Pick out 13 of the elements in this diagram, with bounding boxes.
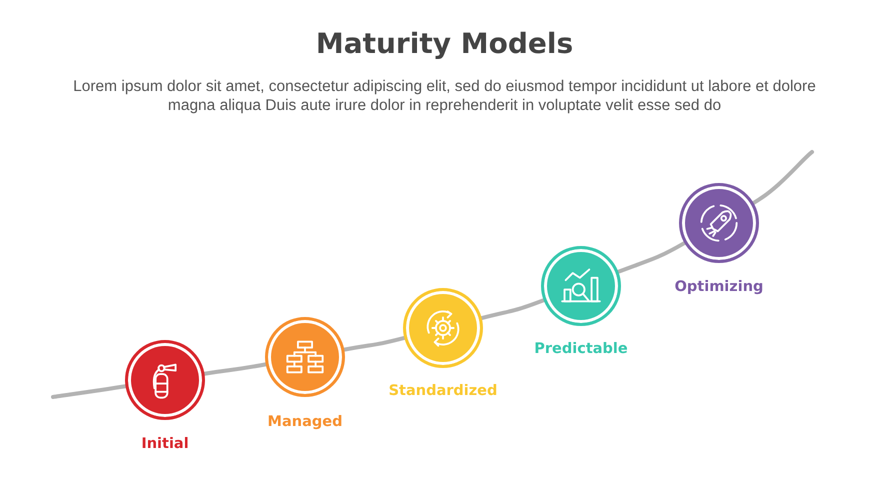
stage-label: Optimizing xyxy=(674,278,764,296)
stage-label: Standardized xyxy=(388,382,498,400)
curve-line xyxy=(342,336,406,352)
curve-line xyxy=(616,241,686,274)
title: Maturity Models xyxy=(316,26,574,62)
stage-label: Managed xyxy=(268,413,342,431)
stage-label: Predictable xyxy=(534,340,628,358)
curve-line xyxy=(202,362,268,376)
stage-label: Initial xyxy=(141,435,189,453)
curve-line xyxy=(480,298,546,320)
curve-line xyxy=(51,384,128,399)
description: Lorem ipsum dolor sit amet, consectetur adipiscing elit, sed do eiusmod tempor incididunt ut labore et dolore magna aliqua Duis aute irure dolor in reprehenderit in voluptate velit esse sed do xyxy=(72,77,817,115)
curve-line xyxy=(752,150,814,205)
